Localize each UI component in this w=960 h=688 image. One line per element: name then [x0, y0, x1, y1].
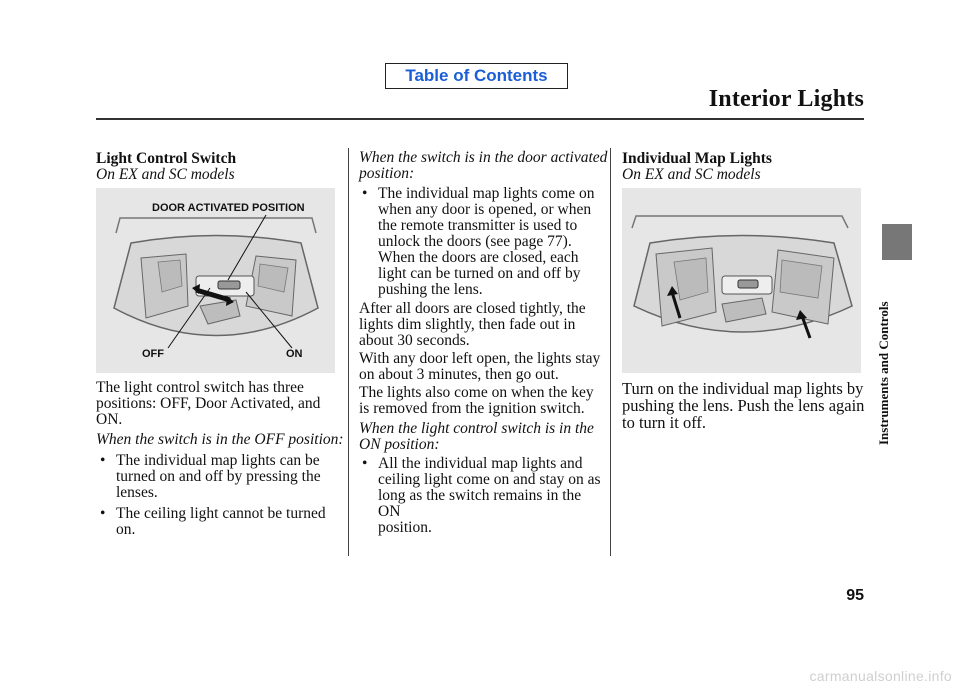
section-tab-marker: [882, 224, 912, 260]
model-note: On EX and SC models: [96, 166, 235, 183]
light-control-switch-figure: DOOR ACTIVATED POSITION OFF ON: [96, 188, 335, 373]
column-divider-2: [610, 148, 611, 556]
bullet-dot: •: [362, 455, 368, 472]
condition-door-activated: When the switch is in the door activated…: [359, 149, 608, 182]
title-rule: [96, 118, 864, 120]
page-number: 95: [846, 587, 864, 604]
label-on: ON: [286, 348, 303, 360]
table-of-contents-link[interactable]: Table of Contents: [385, 63, 568, 89]
label-off: OFF: [142, 348, 164, 360]
bullet-dot: •: [362, 185, 368, 202]
section-tab-label: Instruments and Controls: [876, 301, 891, 445]
paragraph-door-open: With any door left open, the lights stay…: [359, 350, 601, 383]
label-door-activated: DOOR ACTIVATED POSITION: [152, 202, 305, 214]
page-title: Interior Lights: [708, 86, 864, 112]
map-lights-illustration: [631, 215, 853, 339]
bullet-dot: •: [100, 452, 106, 469]
bullet-dot: •: [100, 505, 106, 522]
console-illustration: [113, 214, 319, 349]
watermark: carmanualsonline.info: [809, 668, 952, 684]
section-heading-individual-map-lights: Individual Map Lights: [622, 150, 772, 167]
column-divider-1: [348, 148, 349, 556]
model-note: On EX and SC models: [622, 166, 761, 183]
map-lights-figure: [622, 188, 861, 373]
section-heading-light-control-switch: Light Control Switch: [96, 150, 237, 167]
condition-off: When the switch is in the OFF position:: [96, 431, 344, 448]
